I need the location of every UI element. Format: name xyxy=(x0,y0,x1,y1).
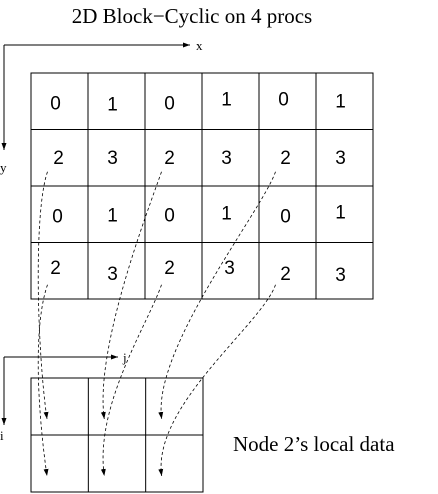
mapping-arrows xyxy=(37,171,276,477)
global-cell-label: 3 xyxy=(221,148,232,169)
global-cell-label: 1 xyxy=(335,202,346,223)
local-grid xyxy=(30,377,204,493)
mapping-arrow xyxy=(100,284,162,477)
global-cell-label: 1 xyxy=(221,203,232,224)
mapping-arrow xyxy=(37,284,49,477)
y-axis-label: y xyxy=(0,160,7,175)
global-cell-label: 3 xyxy=(335,265,346,286)
global-cell-label: 1 xyxy=(335,91,346,112)
diagram-title: 2D Block−Cyclic on 4 procs xyxy=(72,4,312,28)
global-cell-label: 2 xyxy=(280,148,291,169)
j-axis-label: j xyxy=(122,350,127,365)
global-cell-label: 0 xyxy=(280,206,291,227)
global-cell-label: 0 xyxy=(164,205,175,226)
global-cell-label: 1 xyxy=(107,94,118,115)
global-cell-label: 1 xyxy=(107,205,118,226)
mapping-arrow xyxy=(100,171,162,420)
mapping-arrow xyxy=(37,171,49,420)
global-cell-label: 2 xyxy=(164,148,175,169)
x-axis-label: x xyxy=(196,38,203,53)
mapping-arrow xyxy=(158,171,276,420)
global-cell-label: 2 xyxy=(164,258,175,279)
mapping-arrow xyxy=(158,284,276,477)
global-cell-label: 0 xyxy=(164,93,175,114)
global-cell-label: 3 xyxy=(107,264,118,285)
global-cell-label: 2 xyxy=(50,258,61,279)
global-grid: 0 1 0 1 0 1 2 3 2 3 2 3 0 1 0 1 0 1 2 3 2 3 2 3 xyxy=(30,72,374,300)
global-cell-label: 0 xyxy=(52,206,63,227)
global-cell-label: 0 xyxy=(50,93,61,114)
global-cell-label: 3 xyxy=(335,148,346,169)
global-cell-label: 3 xyxy=(224,258,235,279)
global-cell-label: 3 xyxy=(107,148,118,169)
i-axis-label: i xyxy=(0,428,4,443)
global-axes: x y xyxy=(0,38,203,175)
local-axes: j i xyxy=(0,350,127,443)
local-data-caption: Node 2’s local data xyxy=(233,432,395,456)
global-cell-label: 1 xyxy=(221,89,232,110)
global-cell-label: 2 xyxy=(53,148,64,169)
global-cell-label: 2 xyxy=(280,264,291,285)
global-cell-label: 0 xyxy=(278,89,289,110)
